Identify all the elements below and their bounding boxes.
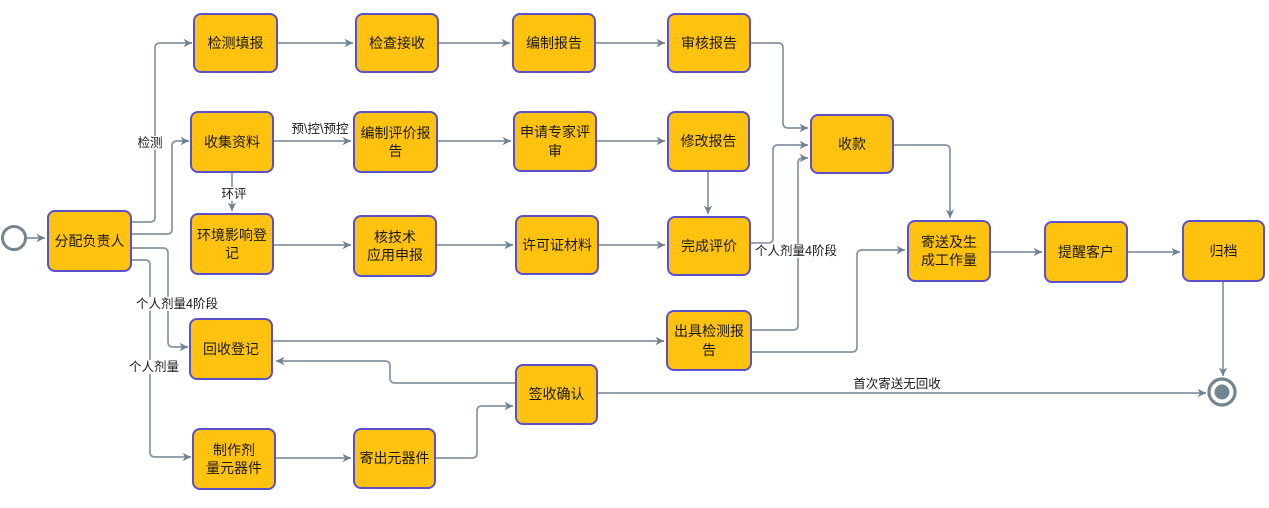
edge-collect-payment-to-send-generate-workload (894, 144, 955, 218)
node-collect-payment[interactable]: 收款 (810, 114, 894, 174)
label-yukong: 预\控\预控 (290, 121, 350, 137)
node-apply-expert-review[interactable]: 申请专家评审 (513, 111, 597, 172)
edge-sign-confirm-to-recycle-register (276, 356, 515, 384)
label-geren: 个人剂量 (127, 359, 181, 375)
node-license-materials[interactable]: 许可证材料 (515, 215, 599, 275)
node-send-components[interactable]: 寄出元器件 (353, 428, 436, 489)
end-node (1207, 377, 1237, 407)
node-review-report[interactable]: 审核报告 (667, 13, 751, 73)
start-node (1, 225, 27, 251)
label-huanping: 环评 (220, 186, 248, 202)
label-geren-4-right: 个人剂量4阶段 (754, 243, 838, 259)
edge-assign-owner-to-detection-fill (132, 38, 192, 223)
node-sign-confirm[interactable]: 签收确认 (515, 364, 598, 425)
label-shouci: 首次寄送无回收 (852, 376, 942, 392)
edge-assign-owner-to-make-dose-components (132, 259, 191, 462)
node-issue-test-report[interactable]: 出具检测报告 (666, 310, 752, 371)
node-check-receive[interactable]: 检查接收 (355, 13, 439, 73)
label-jiance: 检测 (136, 135, 164, 151)
edge-review-report-to-collect-payment (751, 42, 808, 133)
end-circle-inner (1214, 384, 1230, 400)
node-compile-eval-report[interactable]: 编制评价报告 (353, 111, 438, 173)
node-assign-owner[interactable]: 分配负责人 (47, 210, 132, 272)
edges-group (27, 38, 1228, 463)
edge-assign-owner-to-collect-materials (132, 136, 189, 235)
node-complete-evaluation[interactable]: 完成评价 (667, 216, 751, 276)
node-compile-report[interactable]: 编制报告 (512, 13, 596, 73)
edge-send-components-to-sign-confirm (436, 401, 513, 459)
node-archive[interactable]: 归档 (1182, 220, 1265, 282)
node-collect-materials[interactable]: 收集资料 (190, 111, 274, 173)
edge-issue-test-report-to-send-generate-workload (752, 245, 905, 353)
node-detection-fill[interactable]: 检测填报 (193, 13, 278, 73)
node-make-dose-components[interactable]: 制作剂 量元器件 (192, 428, 276, 490)
node-send-generate-workload[interactable]: 寄送及生 成工作量 (907, 220, 991, 282)
node-remind-customer[interactable]: 提醒客户 (1044, 221, 1128, 283)
node-nuclear-tech-apply[interactable]: 核技术 应用申报 (353, 215, 437, 277)
start-circle (1, 225, 27, 251)
node-env-impact-register[interactable]: 环境影响登记 (190, 213, 274, 275)
label-geren-4-left: 个人剂量4阶段 (135, 296, 219, 312)
node-modify-report[interactable]: 修改报告 (667, 111, 750, 172)
edge-complete-evaluation-to-collect-payment (751, 140, 808, 244)
node-recycle-register[interactable]: 回收登记 (189, 318, 273, 380)
